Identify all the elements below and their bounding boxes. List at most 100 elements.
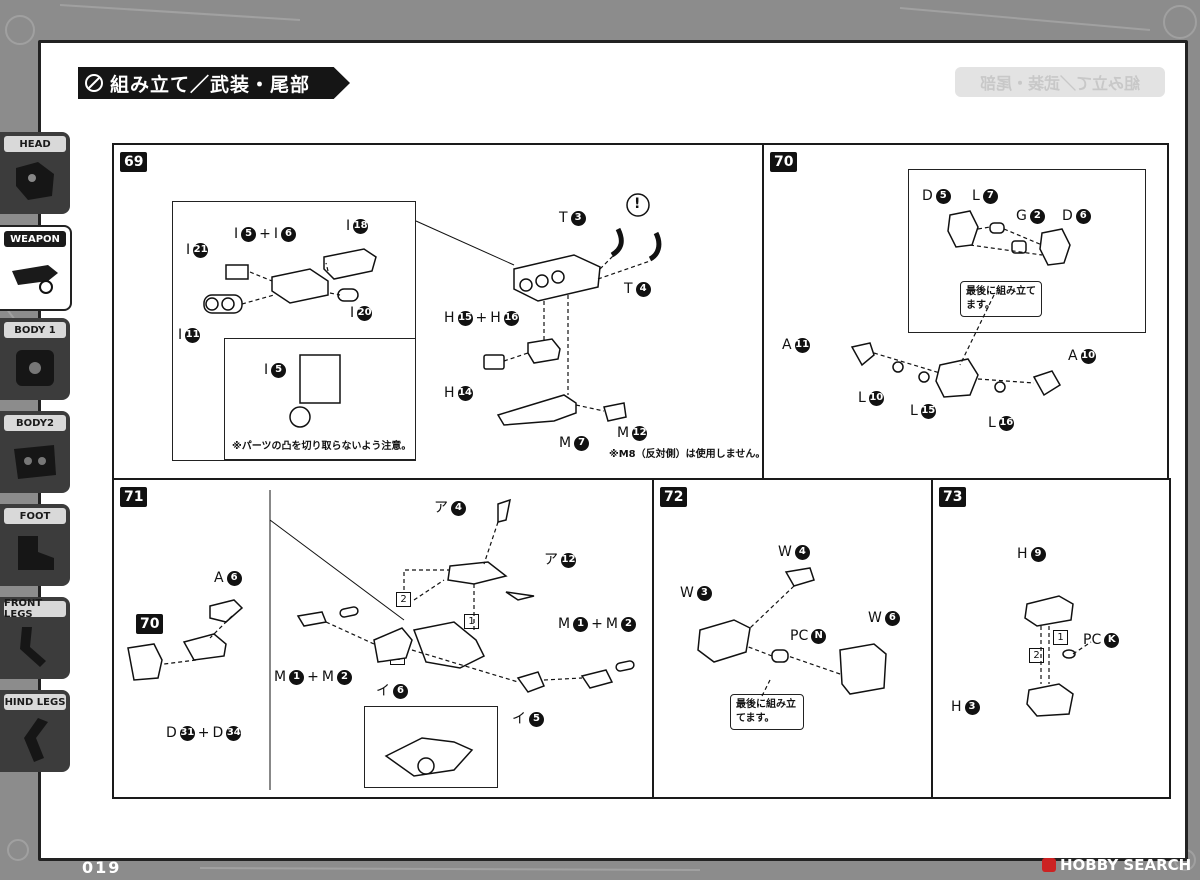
m8-unused-note: ※M8（反対側）は使用しません。 <box>609 449 764 460</box>
body1-part-icon <box>16 350 54 386</box>
brand-logo-icon <box>1042 858 1056 872</box>
caution-note: ※パーツの凸を切り取らないよう注意。 <box>232 441 412 452</box>
part-h15-h16 <box>527 338 561 364</box>
part-w6 <box>839 643 887 695</box>
part-d5 <box>947 210 979 248</box>
part-i6 <box>373 627 413 663</box>
part-cut-warning-icon <box>289 406 311 428</box>
part-i18 <box>323 248 377 280</box>
sidebar-item-label: FOOT <box>4 508 66 524</box>
part-a10 <box>1032 370 1062 397</box>
page-title: 組み立て／武装・尾部 <box>110 73 311 96</box>
sequence-1: 1 <box>464 614 479 629</box>
part-g2 <box>1011 240 1027 254</box>
part-i5-i6 <box>271 268 329 304</box>
sidebar-item-body-1[interactable]: BODY 1 <box>0 318 70 400</box>
sequence-1: 1 <box>1053 630 1068 645</box>
sidebar-item-head[interactable]: HEAD <box>0 132 70 214</box>
part-completed-assembly <box>384 737 474 777</box>
part-a12-upper <box>447 561 508 585</box>
step-number: 70 <box>770 152 798 172</box>
gear-badge-icon <box>85 74 103 92</box>
part-core-body <box>412 621 486 669</box>
front-legs-part-icon <box>20 627 46 667</box>
weapon-part-icon <box>12 265 58 294</box>
part-w4 <box>784 567 815 587</box>
part-a11 <box>850 342 875 367</box>
step-72-parts-drawing <box>697 567 887 697</box>
part-h3 <box>1026 683 1074 717</box>
part-i11 <box>203 294 243 314</box>
part-pcn <box>771 649 789 663</box>
part-i21 <box>225 264 249 280</box>
part-i20 <box>337 288 359 302</box>
part-t3-hose <box>610 227 624 258</box>
part-a12-fin <box>505 591 535 601</box>
step-number: 73 <box>939 487 967 507</box>
part-m1-m2-left <box>296 611 328 627</box>
sidebar-item-hind-legs[interactable]: HIND LEGS <box>0 690 70 772</box>
part-step70-assembly <box>127 643 163 681</box>
step-number: 71 <box>120 487 148 507</box>
sequence-2: 2 <box>1029 648 1044 663</box>
sidebar-item-label: HIND LEGS <box>4 694 66 710</box>
assemble-last-callout: 最後に組み立てます。 <box>960 281 1042 317</box>
part-i5 <box>516 671 545 693</box>
assemble-last-callout: 最後に組み立てます。 <box>730 694 804 730</box>
sidebar-item-foot[interactable]: FOOT <box>0 504 70 586</box>
part-l16 <box>994 381 1006 393</box>
sidebar-item-weapon[interactable]: WEAPON <box>0 225 72 311</box>
step-71-parts-drawing <box>127 490 635 790</box>
part-pck <box>1062 649 1076 659</box>
hind-legs-part-icon <box>24 718 48 762</box>
sidebar-item-label: WEAPON <box>4 231 66 247</box>
step-number: 72 <box>660 487 688 507</box>
part-t4-hose <box>648 231 662 262</box>
part-a6 <box>209 599 244 623</box>
part-inset-i5 <box>299 354 341 404</box>
page-number: 019 <box>82 858 122 877</box>
sidebar-item-front-legs[interactable]: FRONT LEGS <box>0 597 70 679</box>
sequence-2-upper: 2 <box>396 592 411 607</box>
part-center-block <box>935 358 979 398</box>
watermark: HOBBY SEARCH <box>1042 856 1191 874</box>
step-73-parts-drawing <box>1024 595 1092 717</box>
sidebar-item-body-2[interactable]: BODY2 <box>0 411 70 493</box>
step-69-parts-drawing <box>203 193 662 428</box>
step-70-parts-drawing <box>850 210 1071 398</box>
part-w3 <box>697 619 751 663</box>
bleed-through-title: 組み立て／武装・尾部 <box>955 67 1165 97</box>
